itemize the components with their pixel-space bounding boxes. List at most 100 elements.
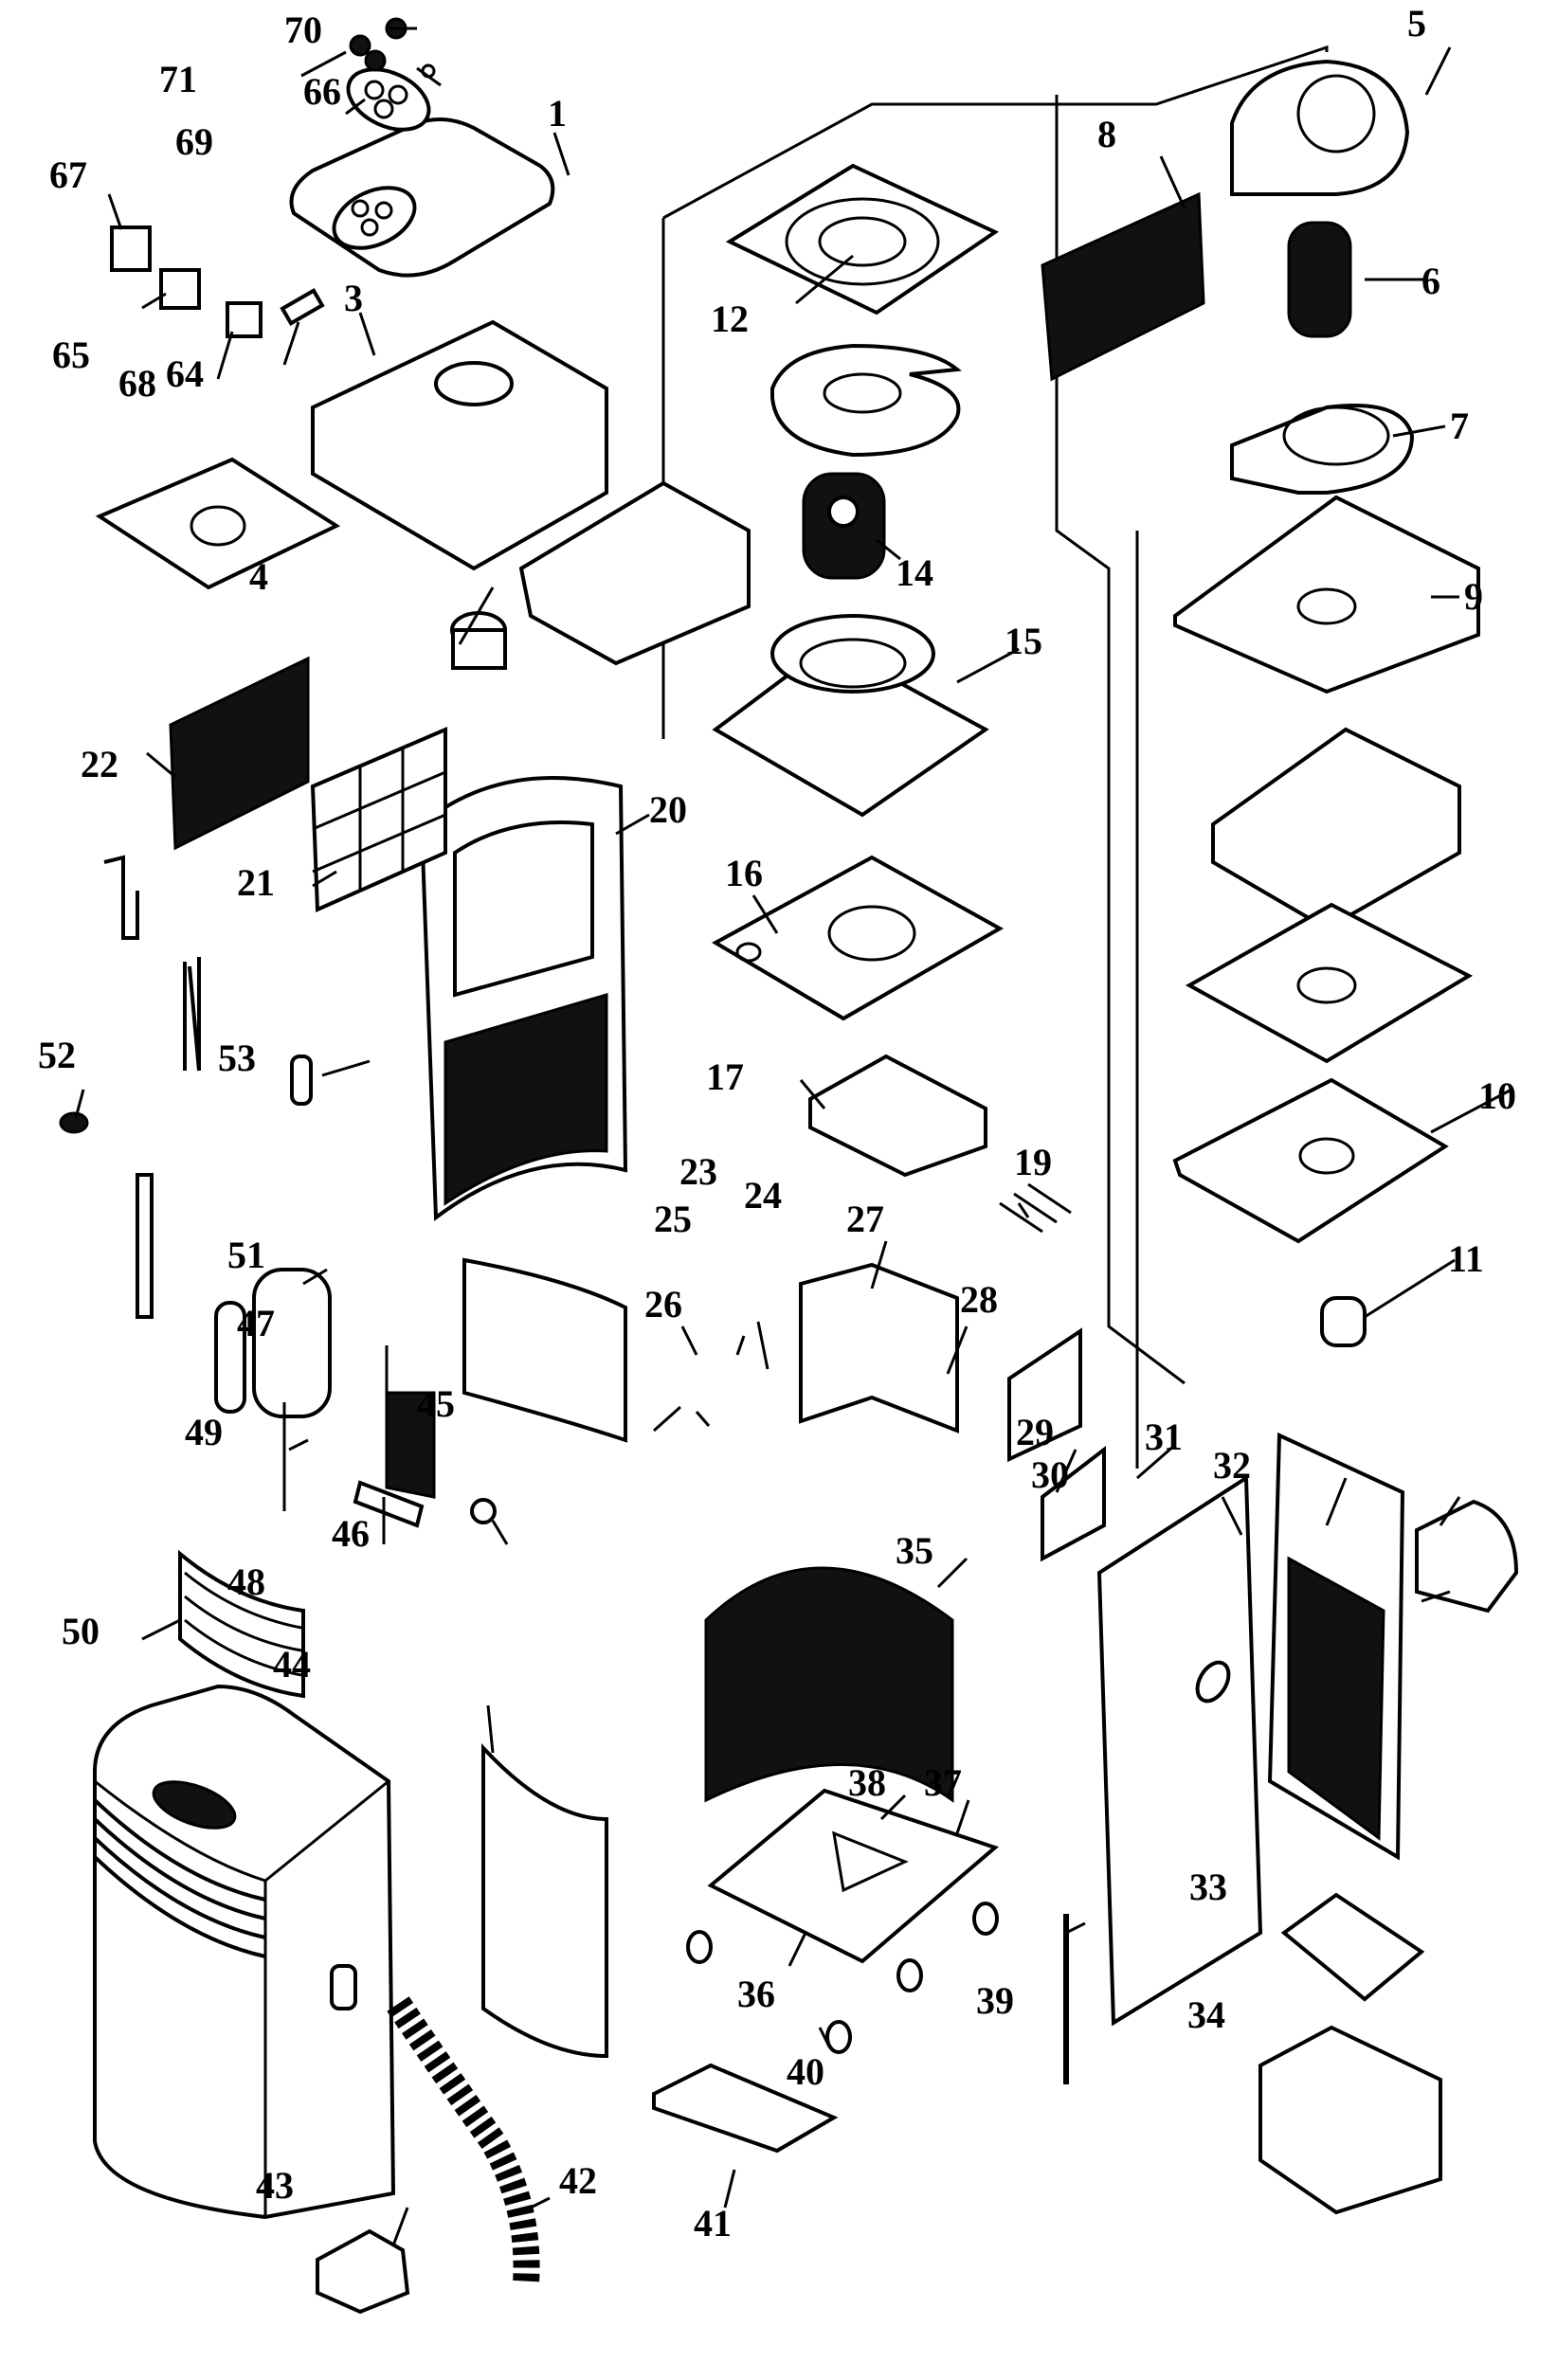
valve-46: [470, 1498, 497, 1524]
knob-69: [364, 49, 387, 72]
part-label-23: 23: [679, 1150, 717, 1193]
shroud-ring: [770, 343, 962, 458]
part-label-32: 32: [1213, 1444, 1251, 1487]
condenser-coil-8: [1041, 191, 1205, 382]
part-label-35: 35: [896, 1529, 933, 1572]
part-label-29: 29: [1016, 1411, 1054, 1453]
fan-guard-12: [725, 163, 1000, 316]
duct-outlet-32: [1415, 1499, 1519, 1614]
part-label-38: 38: [848, 1761, 886, 1804]
relay-67: [110, 225, 152, 272]
knob-71: [349, 34, 371, 57]
side-grille-50: [178, 1549, 305, 1699]
part-label-67: 67: [49, 153, 87, 196]
part-label-51: 51: [227, 1234, 265, 1276]
part-label-26: 26: [644, 1283, 682, 1325]
evaporator-coil-35: [704, 1566, 954, 1803]
terminal-64: [280, 287, 325, 327]
switch-65: [159, 268, 201, 310]
side-panel-30: [1096, 1474, 1263, 2027]
switch-68: [226, 301, 263, 338]
casters-40: [686, 1902, 999, 2054]
part-label-41: 41: [694, 2202, 732, 2245]
part-label-36: 36: [737, 1973, 775, 2015]
part-label-48: 48: [227, 1560, 265, 1603]
part-label-17: 17: [706, 1055, 744, 1098]
assembled-unit: [93, 1684, 396, 2220]
part-label-47: 47: [237, 1302, 275, 1344]
plate-28: [1007, 1327, 1082, 1463]
part-label-10: 10: [1478, 1074, 1516, 1117]
fin-assembly-47: [385, 1391, 436, 1499]
part-label-33: 33: [1189, 1866, 1227, 1908]
part-label-71: 71: [159, 58, 197, 100]
capillary-53: [290, 1055, 313, 1106]
part-label-43: 43: [256, 2164, 294, 2207]
part-label-65: 65: [52, 334, 90, 376]
part-label-44: 44: [273, 1643, 311, 1686]
part-label-34: 34: [1187, 1993, 1225, 2036]
divider-27: [799, 1262, 959, 1433]
plate-right-upper: [1185, 902, 1474, 1064]
square-gasket-left: [95, 457, 341, 590]
part-label-64: 64: [166, 352, 204, 395]
part-label-49: 49: [185, 1411, 223, 1453]
part-label-42: 42: [559, 2159, 597, 2202]
part-label-66: 66: [303, 70, 341, 113]
base-plate-10: [1172, 1077, 1449, 1244]
float-38: [832, 1830, 909, 1893]
u-bracket-right: [1211, 727, 1461, 931]
u-bracket: [518, 480, 751, 666]
part-label-3: 3: [344, 277, 363, 319]
base-pan-36: [707, 1788, 999, 1964]
part-label-5: 5: [1407, 2, 1426, 45]
part-label-12: 12: [711, 298, 749, 340]
copper-tube: [103, 855, 201, 1072]
rear-grille-45: [462, 1257, 627, 1443]
part-label-28: 28: [960, 1278, 998, 1321]
part-label-46: 46: [332, 1512, 370, 1555]
part-label-22: 22: [81, 743, 118, 785]
part-labels: 1 3 4 5 6 7 8 9 10 11 12 14 15 16 17 19 …: [38, 2, 1516, 2245]
part-label-37: 37: [924, 1761, 962, 1804]
float-switch-33: [1280, 1892, 1425, 2002]
part-label-4: 4: [249, 555, 268, 598]
part-label-53: 53: [218, 1037, 256, 1079]
leader-lines: [74, 27, 1512, 2246]
part-label-21: 21: [237, 861, 275, 904]
pump-motor-11: [1320, 1296, 1367, 1347]
top-cover: [289, 117, 555, 278]
filter-frame-21: [310, 726, 447, 913]
water-tray-41: [652, 2063, 839, 2154]
part-label-20: 20: [649, 788, 687, 831]
blower-housing-5: [1230, 59, 1410, 196]
plate-29: [1041, 1445, 1106, 1562]
heater-element-19: [999, 1182, 1072, 1234]
part-label-39: 39: [976, 1979, 1014, 2022]
control-panel-board: [346, 67, 431, 132]
part-label-24: 24: [744, 1174, 782, 1217]
part-label-68: 68: [118, 362, 156, 405]
part-label-19: 19: [1014, 1141, 1052, 1183]
part-label-27: 27: [846, 1198, 884, 1240]
mount-plate-16: [711, 855, 1005, 1021]
control-box-17: [808, 1054, 987, 1178]
part-label-50: 50: [62, 1610, 100, 1652]
water-bucket-34: [1258, 2025, 1442, 2215]
top-frame: [311, 319, 608, 571]
part-label-1: 1: [548, 92, 567, 135]
drain-pan-9: [1173, 495, 1480, 694]
part-label-11: 11: [1448, 1237, 1484, 1280]
part-label-7: 7: [1450, 405, 1469, 447]
compressor-51: [214, 1268, 332, 1418]
part-label-70: 70: [284, 9, 322, 51]
part-label-15: 15: [1005, 620, 1042, 662]
part-label-30: 30: [1031, 1453, 1069, 1496]
assembly-guide-line: [661, 45, 1329, 1469]
filter-22: [169, 656, 310, 851]
part-label-69: 69: [175, 120, 213, 163]
part-label-16: 16: [725, 852, 763, 894]
window-adapter-43: [316, 2228, 410, 2315]
exhaust-hose-42: [387, 1996, 540, 2284]
